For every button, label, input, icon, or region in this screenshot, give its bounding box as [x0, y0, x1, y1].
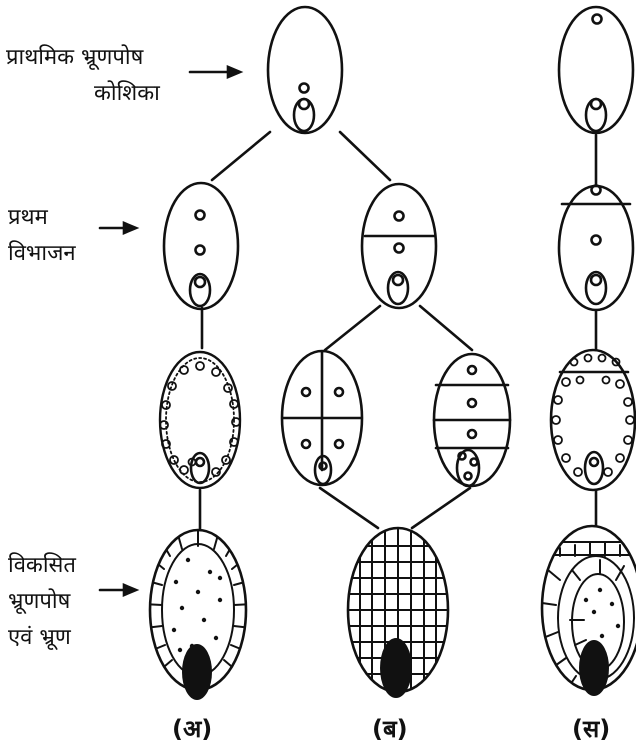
column-c-first-division	[559, 186, 633, 311]
label-first-division-line2: विभाजन	[8, 240, 76, 268]
caption-a: (अ)	[172, 712, 212, 745]
column-b-developed	[345, 525, 452, 700]
column-b-first-division	[362, 184, 436, 308]
label-primary-endosperm-line1: प्राथमिक भ्रूणपोष	[6, 44, 143, 72]
arrow-primary	[190, 67, 240, 77]
label-developed-line2: भ्रूणपोष	[8, 588, 70, 616]
column-b-stacked-cell	[434, 354, 510, 486]
column-a-free-nuclear	[160, 352, 240, 488]
label-primary-endosperm-line2: कोशिका	[94, 80, 160, 108]
caption-c: (स)	[572, 712, 610, 745]
label-developed-line1: विकसित	[8, 552, 76, 580]
label-first-division-line1: प्रथम	[8, 204, 48, 232]
column-b-quad-cell	[282, 351, 362, 485]
column-a-developed	[144, 520, 252, 700]
column-c-free-nuclear	[551, 350, 635, 490]
label-developed-line3: एवं भ्रूण	[8, 624, 71, 652]
arrow-developed	[100, 585, 136, 595]
connector-lines	[200, 132, 596, 530]
column-c-primary	[559, 7, 633, 133]
column-a-first-division	[164, 183, 238, 309]
primary-endosperm-cell	[268, 7, 342, 133]
arrow-first-division	[100, 223, 136, 233]
column-c-developed	[542, 526, 636, 696]
caption-b: (ब)	[372, 712, 408, 745]
